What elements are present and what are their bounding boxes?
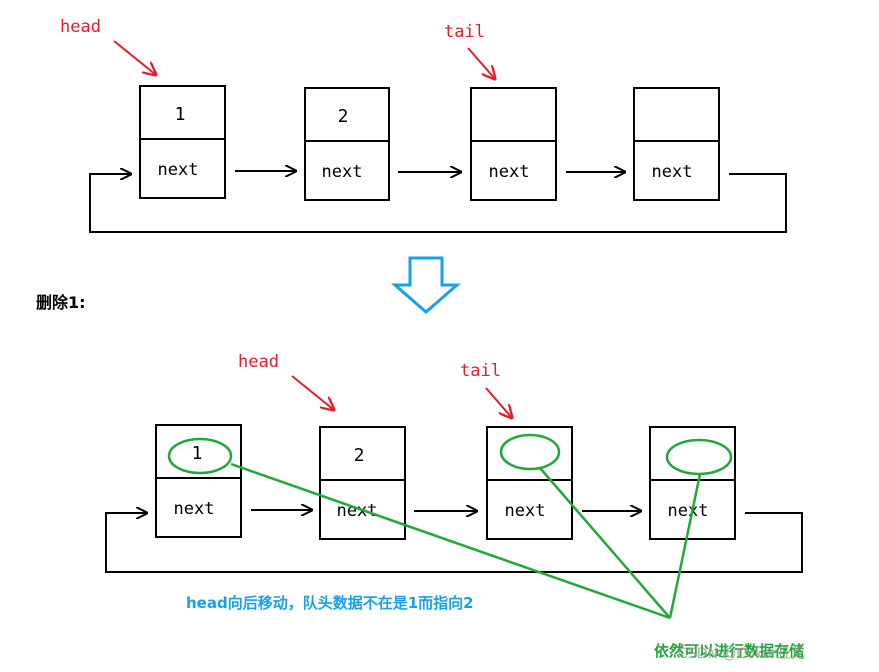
top-node-1: 1 next xyxy=(139,85,226,199)
top-list: head tail 1 next 2 next next xyxy=(60,17,787,233)
green-pointer-node-1 xyxy=(230,462,671,620)
top-loop-back xyxy=(89,174,787,233)
delete-caption: 删除1: xyxy=(36,293,86,312)
top-node-3: next xyxy=(470,87,557,201)
green-pointer-node-4 xyxy=(668,473,702,619)
top-node-1-next: next xyxy=(158,160,199,180)
bottom-tail-label: tail xyxy=(460,361,501,381)
bottom-node-4-next: next xyxy=(668,501,709,521)
top-node-4: next xyxy=(633,87,720,201)
highlight-ellipse-node-1 xyxy=(167,437,233,475)
bottom-loop-back xyxy=(105,513,803,573)
bottom-node-1: 1 next xyxy=(155,424,242,538)
top-tail-label: tail xyxy=(444,22,485,42)
bottom-node-1-next: next xyxy=(174,499,215,519)
top-node-3-next: next xyxy=(489,162,530,182)
bottom-head-arrow xyxy=(291,375,334,410)
bottom-node-3-next: next xyxy=(505,501,546,521)
top-node-4-next: next xyxy=(652,162,693,182)
top-head-arrow xyxy=(113,40,156,75)
watermark: CSDN @Cukor丘克 xyxy=(678,646,805,662)
top-node-1-value: 1 xyxy=(175,104,186,125)
top-tail-arrow xyxy=(467,47,495,79)
bottom-node-2-value: 2 xyxy=(354,445,365,466)
top-node-2: 2 next xyxy=(304,87,390,201)
bottom-head-label: head xyxy=(238,352,279,372)
bottom-node-2-next: next xyxy=(337,501,378,521)
blue-note: head向后移动，队头数据不在是1而指向2 xyxy=(186,594,474,612)
bottom-node-4: next xyxy=(649,426,736,540)
top-node-2-next: next xyxy=(322,162,363,182)
bottom-node-1-value: 1 xyxy=(192,443,203,464)
highlight-ellipse-node-3 xyxy=(499,433,561,471)
top-node-2-value: 2 xyxy=(338,106,349,127)
green-note: 依然可以进行数据存储 xyxy=(654,642,804,660)
down-arrow-icon xyxy=(390,256,462,314)
bottom-node-3: next xyxy=(486,426,573,540)
green-pointer-node-3 xyxy=(539,467,671,619)
bottom-tail-arrow xyxy=(485,387,512,418)
bottom-node-2: 2 next xyxy=(319,426,406,540)
top-head-label: head xyxy=(60,17,101,37)
bottom-list: head tail 1 next 2 next next xyxy=(105,352,805,662)
